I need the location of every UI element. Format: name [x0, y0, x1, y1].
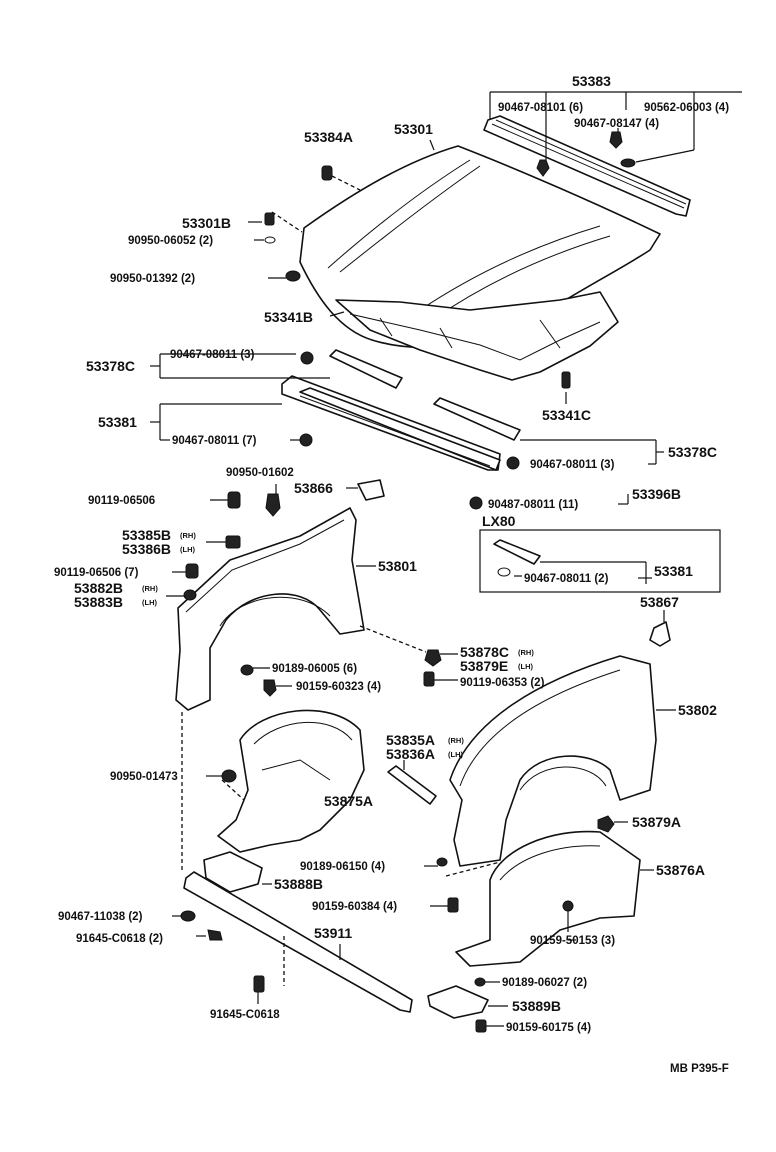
label-90467-08011-a: 90467-08011 (3) — [170, 349, 255, 361]
front-fender-rh — [175, 507, 365, 711]
label-53866: 53866 — [294, 480, 333, 496]
label-lx80: LX80 — [482, 513, 516, 529]
label-90159-50153: 90159-50153 (3) — [530, 935, 615, 947]
label-90189-06005: 90189-06005 (6) — [272, 663, 357, 675]
label-90467-08147: 90467-08147 (4) — [574, 118, 659, 130]
label-53876A: 53876A — [656, 862, 705, 878]
label-90950-01392: 90950-01392 (2) — [110, 273, 195, 285]
label-53378C-right: 53378C — [668, 444, 717, 460]
label-53882B-side: (RH) — [142, 584, 158, 593]
label-90159-60384: 90159-60384 (4) — [312, 901, 397, 913]
label-90950-01473: 90950-01473 — [110, 771, 178, 783]
label-footer: MB P395-F — [670, 1063, 729, 1075]
bracket-53867 — [649, 621, 671, 647]
label-53301: 53301 — [394, 121, 433, 137]
label-53883B: 53883B — [74, 594, 123, 610]
label-53835A: 53835A — [386, 732, 435, 748]
label-90119-06353: 90119-06353 (2) — [460, 677, 545, 689]
splash-shield-lh — [427, 857, 489, 1033]
label-90950-06052: 90950-06052 (2) — [128, 235, 213, 247]
label-53882B: 53882B — [74, 580, 123, 596]
label-53836A: 53836A — [386, 746, 435, 762]
lower-apron-strip — [180, 871, 413, 1013]
part-labels: 53383 53301 53384A 90467-08101 (6) 90562… — [54, 73, 729, 1075]
hood-hardware-icons — [264, 165, 571, 389]
label-90487-08011: 90487-08011 (11) — [488, 499, 578, 511]
label-90467-08011-b: 90467-08011 (7) — [172, 435, 257, 447]
label-53879A: 53879A — [632, 814, 681, 830]
fender-liner-lh — [455, 815, 641, 967]
label-90189-06027: 90189-06027 (2) — [502, 977, 587, 989]
label-90562-06003: 90562-06003 (4) — [644, 102, 729, 114]
fender-bolt-icons — [183, 479, 442, 697]
label-53878C: 53878C — [460, 644, 509, 660]
seal-clip-icon — [536, 131, 636, 177]
seal-strip-upper — [329, 349, 521, 441]
front-fender-lh — [449, 655, 657, 867]
label-53386B-side: (LH) — [180, 545, 195, 554]
label-91645-C0618-b: 91645-C0618 — [210, 1009, 280, 1021]
label-53802: 53802 — [678, 702, 717, 718]
label-53383: 53383 — [572, 73, 611, 89]
label-53381-box: 53381 — [654, 563, 693, 579]
label-53384A: 53384A — [304, 129, 353, 145]
label-90467-11038: 90467-11038 (2) — [58, 911, 143, 923]
label-91645-C0618-a: 91645-C0618 (2) — [76, 933, 163, 945]
label-53879E-side: (LH) — [518, 662, 533, 671]
clip-icons-cover — [299, 351, 520, 510]
label-53875A: 53875A — [324, 793, 373, 809]
label-90119-06506-a: 90119-06506 — [88, 495, 155, 507]
label-53911: 53911 — [314, 925, 352, 941]
label-53381-left: 53381 — [98, 414, 137, 430]
label-90159-60323: 90159-60323 (4) — [296, 681, 381, 693]
fender-brace — [387, 765, 437, 805]
label-90467-08011-c: 90467-08011 (3) — [530, 459, 615, 471]
hood-panel — [299, 145, 661, 349]
label-53883B-side: (LH) — [142, 598, 157, 607]
hood-inner-panel — [335, 291, 619, 381]
leader-lines — [150, 91, 742, 1027]
label-53836A-side: (LH) — [448, 750, 463, 759]
label-53835A-side: (RH) — [448, 736, 464, 745]
label-90467-08011-e: 90467-08011 (2) — [524, 573, 609, 585]
label-90950-01602: 90950-01602 — [226, 467, 294, 479]
label-53378C-left: 53378C — [86, 358, 135, 374]
label-53341C: 53341C — [542, 407, 591, 423]
label-90159-60175: 90159-60175 (4) — [506, 1022, 591, 1034]
lx80-box — [479, 529, 721, 593]
label-53385B: 53385B — [122, 527, 171, 543]
label-53385B-side: (RH) — [180, 531, 196, 540]
label-53386B: 53386B — [122, 541, 171, 557]
label-53341B: 53341B — [264, 309, 313, 325]
hood-seal-strip — [483, 115, 691, 217]
radiator-support-cover — [281, 375, 501, 471]
fender-liner-rh — [217, 709, 365, 853]
label-53396B: 53396B — [632, 486, 681, 502]
label-90467-08101: 90467-08101 (6) — [498, 102, 583, 114]
label-53879E: 53879E — [460, 658, 508, 674]
label-53888B: 53888B — [274, 876, 323, 892]
splash-shield-rh — [203, 851, 263, 893]
label-90189-06150: 90189-06150 (4) — [300, 861, 385, 873]
label-53878C-side: (RH) — [518, 648, 534, 657]
label-90119-06506-b: 90119-06506 (7) — [54, 567, 139, 579]
label-53801: 53801 — [378, 558, 417, 574]
label-53301B: 53301B — [182, 215, 231, 231]
label-53889B: 53889B — [512, 998, 561, 1014]
label-53867: 53867 — [640, 594, 679, 610]
